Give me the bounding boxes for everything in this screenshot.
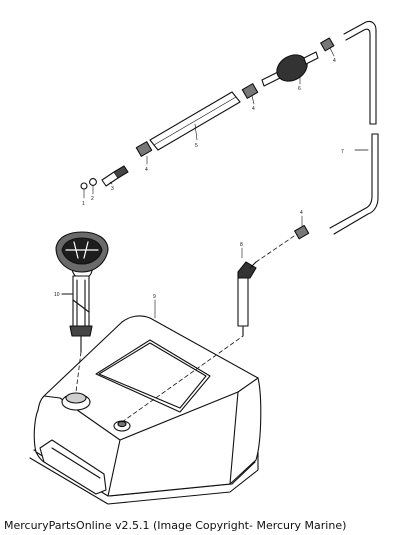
callout-1: 1: [82, 201, 85, 207]
callout-5: 5: [195, 143, 198, 149]
callout-8: 8: [240, 242, 243, 248]
exploded-parts-diagram: 1 2 3 4 5 4 6 4 7 4 8 9 10: [29, 20, 379, 505]
hose-clamp-1: [135, 141, 153, 157]
hose-clamp-3: [320, 37, 335, 52]
callout-10: 10: [54, 292, 60, 298]
callout-4d: 4: [300, 210, 303, 216]
hose-clamp-4: [294, 224, 310, 240]
tank-connector: [80, 165, 129, 190]
primer-bulb: [261, 51, 319, 87]
callout-4b: 4: [252, 106, 255, 112]
callout-9: 9: [153, 294, 156, 300]
callout-7: 7: [341, 149, 344, 155]
image-caption: MercuryPartsOnline v2.5.1 (Image Copyrig…: [4, 519, 347, 532]
fuel-hose-7: [329, 20, 379, 235]
callout-4a: 4: [145, 167, 148, 173]
fuel-tank: [29, 315, 262, 505]
callout-4c: 4: [333, 58, 336, 64]
callout-3: 3: [111, 186, 114, 192]
callout-2: 2: [91, 196, 94, 202]
callout-6: 6: [298, 86, 301, 92]
assembly-lines: [75, 231, 301, 423]
fuel-gauge: [55, 231, 109, 353]
pickup-tube: [237, 261, 257, 337]
hose-clamp-2: [241, 83, 259, 99]
callout-labels: 1 2 3 4 5 4 6 4 7 4 8 9 10: [54, 58, 344, 300]
fuel-hose-5: [149, 91, 241, 151]
